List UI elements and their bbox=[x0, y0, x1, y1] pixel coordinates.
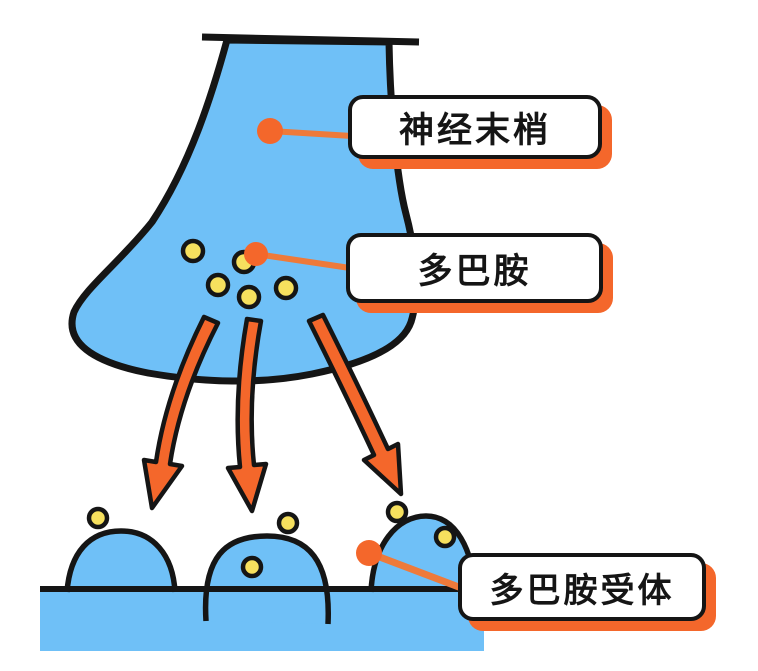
dopamine-dot bbox=[385, 500, 409, 524]
dopamine-dot bbox=[276, 511, 300, 535]
dopamine-dot bbox=[180, 238, 206, 264]
dopamine-dots-receptors bbox=[86, 500, 457, 579]
release-arrow-middle bbox=[225, 316, 269, 514]
release-arrow-left bbox=[141, 314, 221, 511]
dopamine-dot bbox=[433, 525, 457, 549]
dopamine-dot bbox=[205, 272, 231, 298]
callout-dot-nerve-terminal bbox=[257, 118, 283, 144]
dopamine-dot bbox=[240, 555, 264, 579]
leader-line-receptor bbox=[367, 549, 466, 593]
nerve-terminal-shape bbox=[68, 36, 420, 385]
dopamine-dot bbox=[86, 506, 110, 530]
label-nerve-terminal: 神经末梢 bbox=[348, 95, 602, 159]
dopamine-dot bbox=[273, 275, 299, 301]
leader-line-dopamine bbox=[255, 251, 351, 271]
receptor-dome-middle bbox=[202, 533, 331, 625]
label-dopamine-receptor-text: 多巴胺受体 bbox=[489, 571, 675, 610]
axon-top-bar bbox=[201, 33, 420, 46]
dopamine-dot bbox=[236, 284, 262, 310]
callout-dot-receptor bbox=[356, 540, 382, 566]
callout-dot-dopamine bbox=[244, 242, 268, 266]
label-nerve-terminal-text: 神经末梢 bbox=[398, 110, 551, 150]
receptor-dome-left bbox=[64, 528, 178, 593]
label-dopamine: 多巴胺 bbox=[346, 233, 603, 303]
label-dopamine-text: 多巴胺 bbox=[417, 251, 532, 291]
label-dopamine-receptor: 多巴胺受体 bbox=[458, 553, 706, 621]
release-arrow-right bbox=[306, 312, 404, 497]
leader-line-nerve-terminal bbox=[269, 128, 353, 139]
